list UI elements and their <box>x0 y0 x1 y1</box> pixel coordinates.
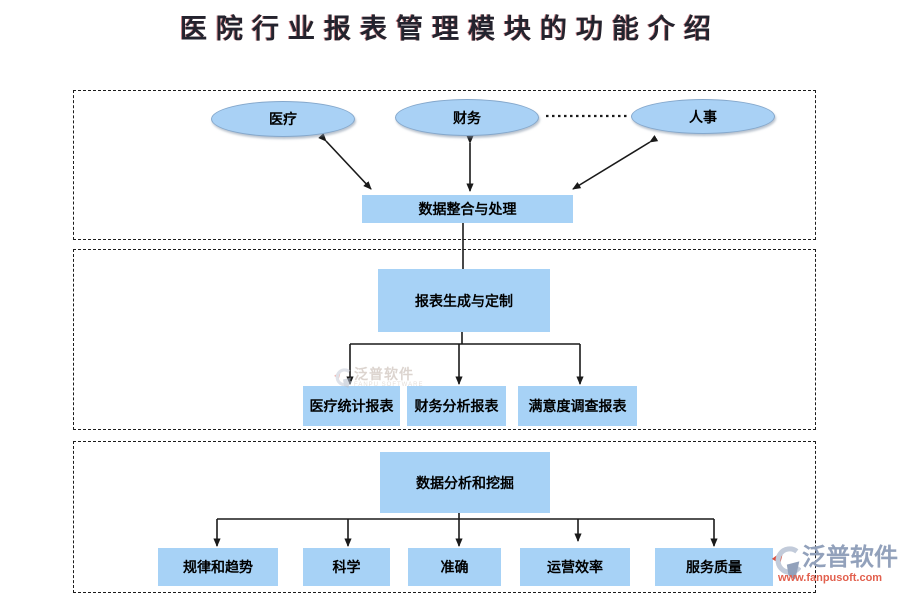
node-label: 服务质量 <box>686 559 742 575</box>
section-report-generation <box>73 249 816 430</box>
node-label: 规律和趋势 <box>183 559 253 575</box>
fanpu-logo-icon <box>334 368 352 388</box>
node-label: 财务分析报表 <box>414 398 499 414</box>
node-label: 人事 <box>689 108 717 125</box>
node-label: 医疗 <box>269 111 297 127</box>
node-report-generation: 报表生成与定制 <box>378 269 550 332</box>
node-patterns-trends: 规律和趋势 <box>158 548 278 586</box>
watermark-subtitle: FANPU SOFTWARE <box>354 382 424 388</box>
node-operational-efficiency: 运营效率 <box>520 548 630 586</box>
node-label: 运营效率 <box>547 559 603 575</box>
node-accurate: 准确 <box>408 548 501 586</box>
section-data-sources <box>73 90 816 240</box>
node-ellipse-hr: 人事 <box>631 99 775 134</box>
node-label: 满意度调查报表 <box>528 398 627 414</box>
node-label: 准确 <box>440 559 469 575</box>
node-data-integration: 数据整合与处理 <box>362 195 573 223</box>
node-finance-analysis-report: 财务分析报表 <box>407 386 506 426</box>
fanpu-logo-icon <box>771 546 801 580</box>
node-ellipse-medical: 医疗 <box>211 101 355 137</box>
node-scientific: 科学 <box>303 548 390 586</box>
node-label: 科学 <box>332 559 361 575</box>
watermark-center: 泛普软件 FANPU SOFTWARE <box>333 367 423 390</box>
node-label: 数据整合与处理 <box>418 201 517 217</box>
node-label: 数据分析和挖掘 <box>416 474 514 491</box>
section-data-analysis <box>73 441 816 593</box>
node-satisfaction-survey-report: 满意度调查报表 <box>518 386 637 426</box>
watermark-url: www.fanpusoft.com <box>778 572 883 584</box>
node-label: 报表生成与定制 <box>415 292 513 309</box>
node-label: 医疗统计报表 <box>309 398 394 414</box>
watermark-name: 泛普软件 <box>802 545 898 571</box>
watermark-name: 泛普软件 <box>354 366 414 382</box>
watermark-bottom-right: 泛普软件 www.fanpusoft.com <box>771 544 898 584</box>
node-ellipse-finance: 财务 <box>395 99 539 136</box>
node-label: 财务 <box>453 109 481 126</box>
node-service-quality: 服务质量 <box>655 548 773 586</box>
node-data-analysis-mining: 数据分析和挖掘 <box>380 452 550 513</box>
diagram-title: 医院行业报表管理模块的功能介绍 <box>180 14 720 44</box>
node-medical-stats-report: 医疗统计报表 <box>303 386 400 426</box>
